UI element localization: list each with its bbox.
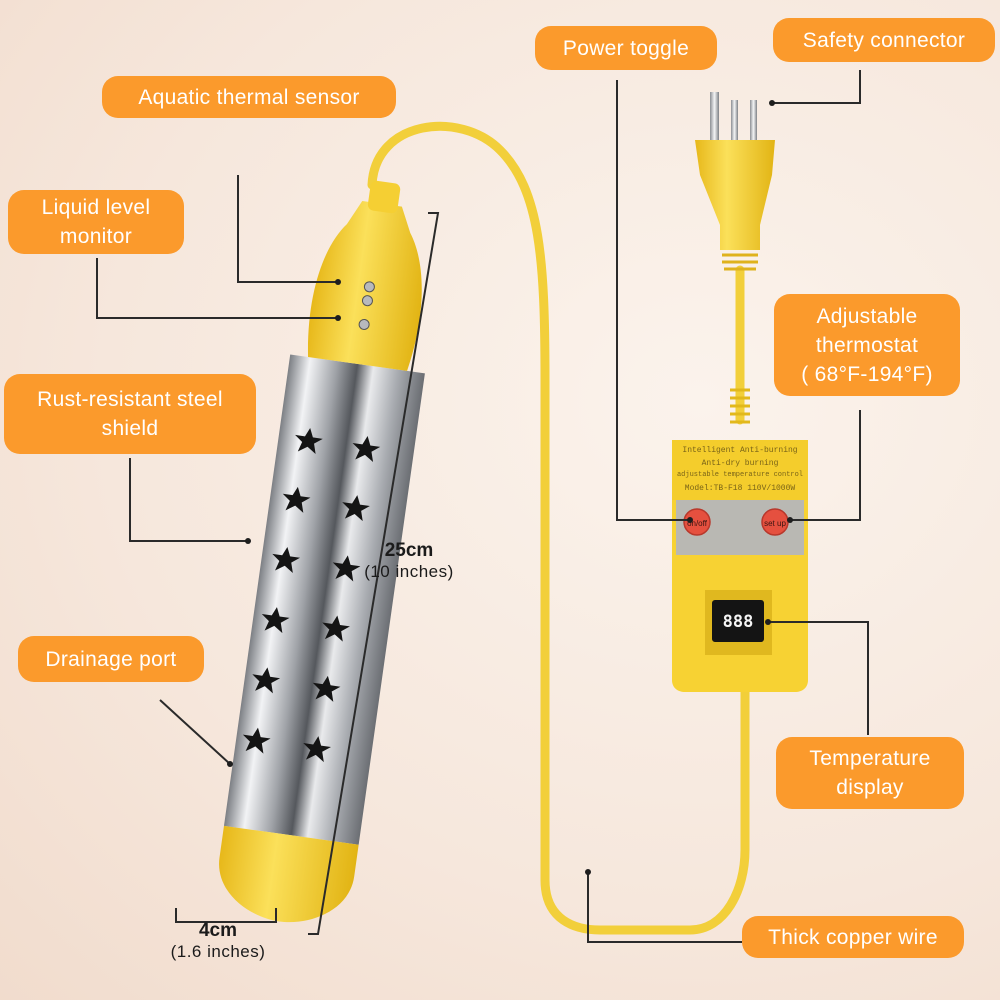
- temperature-screen: [712, 600, 764, 642]
- callout-label: Drainage port: [45, 647, 177, 671]
- callout-liquid-level-monitor: Liquid level monitor: [8, 190, 184, 254]
- length-dimension-line: [308, 212, 440, 935]
- set-button-label: set up: [764, 519, 786, 528]
- leader-shield: [129, 458, 248, 542]
- display-digits: 888: [723, 612, 754, 632]
- callout-rust-resistant-shield: Rust-resistant steel shield: [4, 374, 256, 454]
- callout-power-toggle: Power toggle: [535, 26, 717, 70]
- power-button[interactable]: [683, 508, 711, 536]
- length-inches: (10 inches): [364, 562, 454, 581]
- control-box: Intelligent Anti-burning Anti-dry burnin…: [672, 440, 808, 692]
- callout-label: Liquid level monitor: [41, 196, 151, 248]
- width-dimension-line: [175, 908, 277, 923]
- callout-aquatic-thermal-sensor: Aquatic thermal sensor: [102, 76, 396, 118]
- callout-temperature-display: Temperature display: [776, 737, 964, 809]
- leader-liquid: [96, 258, 338, 319]
- leader-drainage: [159, 699, 231, 765]
- leader-safety: [772, 70, 861, 104]
- leader-wire: [587, 872, 742, 943]
- plug: [695, 92, 775, 271]
- callout-label: Temperature display: [809, 747, 931, 799]
- width-inches: (1.6 inches): [170, 942, 266, 961]
- cord-strain-relief: [730, 388, 750, 424]
- callout-label: Rust-resistant steel shield: [37, 388, 223, 440]
- leader-dots: [227, 100, 793, 875]
- panel-text-2: Anti-dry burning: [702, 459, 779, 468]
- callout-label: Aquatic thermal sensor: [138, 85, 360, 109]
- callout-thick-copper-wire: Thick copper wire: [742, 916, 964, 958]
- leader-power: [616, 80, 690, 521]
- leader-sensor: [237, 175, 338, 283]
- panel-text-3: adjustable temperature control: [677, 471, 803, 479]
- width-cm: 4cm: [198, 920, 238, 941]
- callout-adjustable-thermostat: Adjustable thermostat ( 68°F-194°F): [774, 294, 960, 396]
- leader-display: [768, 621, 869, 735]
- callout-safety-connector: Safety connector: [773, 18, 995, 62]
- power-cord: [367, 121, 750, 935]
- thermal-sensor-probe: [363, 281, 375, 293]
- leader-lines: [96, 70, 869, 943]
- length-dimension-label: 25cm (10 inches): [354, 540, 464, 582]
- callout-label: Adjustable thermostat ( 68°F-194°F): [801, 304, 933, 386]
- power-button-label: on/off: [687, 519, 708, 528]
- ground-prong: [710, 92, 719, 140]
- star-vents: [242, 427, 381, 763]
- panel-text-4: Model:TB-F18 110V/1000W: [685, 484, 796, 493]
- leader-thermostat: [790, 410, 861, 521]
- callout-drainage-port: Drainage port: [18, 636, 204, 682]
- callout-label: Power toggle: [562, 36, 690, 60]
- callout-label: Safety connector: [802, 28, 966, 52]
- liquid-level-probe: [358, 318, 370, 330]
- length-cm: 25cm: [384, 540, 434, 561]
- callout-label: Thick copper wire: [768, 925, 938, 949]
- width-dimension-label: 4cm (1.6 inches): [150, 920, 286, 962]
- steel-shield: [223, 354, 425, 845]
- panel-text-1: Intelligent Anti-burning: [682, 446, 797, 455]
